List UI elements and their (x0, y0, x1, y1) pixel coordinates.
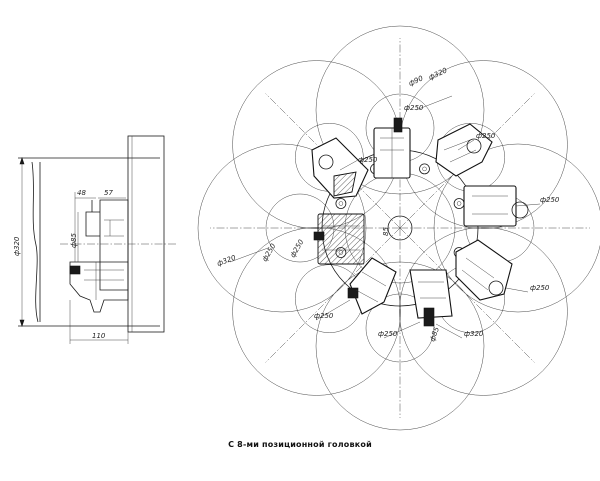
cutter-circle (399, 227, 568, 396)
dim-48: 48 (77, 189, 86, 197)
dim-arrows-320 (19, 157, 25, 327)
dim-57: 57 (104, 189, 113, 197)
flange-body (127, 135, 165, 333)
dim-phi85-b: ф85 (428, 325, 441, 342)
tool-holder-inner (104, 219, 124, 237)
tool-holder-block (85, 199, 129, 291)
dim-phi250-lr: ф250 (530, 284, 550, 292)
radial-centerline (399, 227, 535, 363)
cutter-detail (84, 262, 124, 300)
dim-phi320-b: ф320 (464, 330, 484, 338)
dim-110: 110 (92, 332, 106, 340)
lower-cutter (69, 261, 129, 313)
figure-caption: С 8-ми позиционной головкой (228, 440, 372, 449)
tool-holder-top-right (435, 123, 493, 177)
dim-phi250-r: ф250 (540, 196, 560, 204)
dim-phi250-ul: ф250 (358, 156, 378, 164)
dim-phi250-tr: ф250 (476, 132, 496, 140)
head-bore (387, 215, 413, 241)
tool-circle (365, 293, 435, 363)
dim-phi250-l: ф250 (261, 242, 278, 263)
dim-phi320-side: ф320 (13, 236, 21, 256)
dim-phi250-bl: ф250 (314, 312, 334, 320)
bolt-circle (419, 163, 430, 175)
dim-phi320-top: ф320 (427, 66, 448, 82)
dim-85: 85 (382, 227, 390, 236)
dim-phi320-l: ф320 (216, 254, 237, 268)
dim-phi250-l2: ф250 (289, 238, 306, 259)
bolt-core (456, 201, 462, 206)
radial-centerlines (210, 38, 590, 418)
leader-lines (229, 95, 541, 339)
tool-holder-left (313, 213, 365, 265)
dim-phi250-b: ф250 (378, 330, 398, 338)
tool-holder-bottom (409, 269, 453, 327)
side-view: ф320 48 57 ф85 110 (13, 135, 178, 344)
dim-phi90: ф90 (407, 74, 424, 88)
dim-phi250-top: ф250 (404, 104, 424, 112)
bolt-core (338, 201, 344, 206)
head-view: ф90 ф320 ф250 ф250 ф250 ф250 ф320 ф250 ф… (197, 25, 600, 431)
tool-holder-top-left (311, 137, 369, 199)
tool-holder-bottom-left (347, 257, 397, 315)
bolt-core (422, 166, 427, 172)
ram-outline (31, 161, 41, 323)
bolt-circle (335, 198, 347, 209)
radial-centerline (265, 227, 401, 363)
dim-phi85-side: ф85 (70, 233, 78, 248)
cutter-circle (232, 227, 401, 396)
cutter-tip (69, 265, 81, 275)
bolt-circle (453, 198, 465, 209)
tool-holder-bottom-right (455, 239, 513, 301)
tool-holder-top (373, 117, 411, 179)
